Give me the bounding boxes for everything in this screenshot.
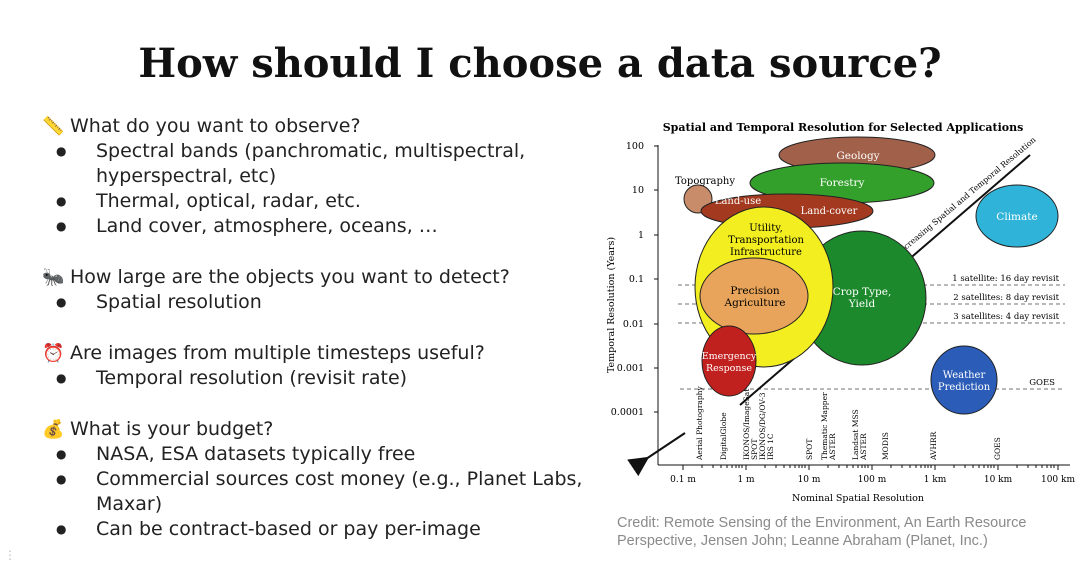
x-tick-labels: 0.1 m 1 m 10 m 100 m 1 km 10 km 100 km: [670, 475, 1075, 485]
climate-label: Climate: [996, 211, 1037, 223]
y-tick: 100: [626, 141, 644, 152]
y-axis-label: Temporal Resolution (Years): [606, 237, 617, 373]
sensor-label: IKONOS/ImageSat: [742, 389, 751, 460]
question-text: What do you want to observe?: [70, 115, 361, 137]
sensor-label: Thematic Mapper: [820, 392, 829, 460]
forestry-label: Forestry: [820, 177, 865, 189]
goes-line-label: GOES: [1029, 378, 1055, 388]
y-tick: 1: [638, 230, 644, 241]
utility-label-2: Transportation: [728, 235, 804, 246]
precision-ellipse: [699, 257, 809, 335]
question-text: How large are the objects you want to de…: [70, 266, 510, 288]
sensor-label: AVHRR: [929, 431, 938, 461]
alarm-clock-icon: ⏰: [42, 343, 65, 364]
precision-label-1: Precision: [730, 285, 780, 297]
precision-label-2: Agriculture: [724, 297, 786, 309]
sensor-label: ASTER: [859, 433, 868, 461]
emergency-label-1: Emergency: [702, 351, 757, 362]
bullet-item: Can be contract-based or pay per-image: [42, 517, 602, 542]
revisit-2-label: 2 satellites: 8 day revisit: [953, 293, 1059, 303]
question-timesteps: ⏰ Are images from multiple timesteps use…: [42, 341, 602, 366]
sensor-label: SPOT: [750, 439, 759, 460]
question-observe: 📏 What do you want to observe?: [42, 114, 602, 139]
y-tick: 10: [632, 185, 644, 196]
question-text: Are images from multiple timesteps usefu…: [70, 342, 485, 364]
question-size: 🐜 How large are the objects you want to …: [42, 265, 602, 290]
utility-label-3: Infrastructure: [730, 247, 802, 258]
sensor-label: IRS 1C: [766, 433, 775, 460]
x-tick: 100 m: [858, 475, 887, 485]
weather-label-1: Weather: [943, 370, 986, 381]
y-tick: 0.0001: [611, 407, 644, 418]
x-tick: 0.1 m: [670, 475, 696, 485]
utility-label-1: Utility,: [749, 223, 783, 234]
slide-title: How should I choose a data source?: [138, 40, 942, 87]
sensor-label: DigitalGlobe: [719, 412, 728, 460]
topography-label: Topography: [675, 176, 735, 187]
bullet-item: Spectral bands (panchromatic, multispect…: [42, 139, 602, 189]
drag-handle-icon[interactable]: ⋮: [4, 548, 16, 562]
image-credit: Credit: Remote Sensing of the Environmen…: [617, 515, 1027, 549]
revisit-1-label: 1 satellite: 16 day revisit: [952, 274, 1059, 284]
y-tick: 0.001: [617, 363, 644, 374]
y-tick-labels: 100 10 1 0.1 0.01 0.001 0.0001: [611, 141, 644, 418]
x-tick: 1 m: [737, 475, 755, 485]
emergency-label-2: Response: [706, 363, 752, 374]
land-cover-label: Land-cover: [801, 206, 858, 217]
bullet-item: NASA, ESA datasets typically free: [42, 442, 602, 467]
y-tick: 0.1: [629, 274, 644, 285]
weather-ellipse: [930, 345, 998, 415]
down-arrow: [627, 432, 686, 477]
x-tick: 10 km: [984, 475, 1013, 485]
ruler-icon: 📏: [42, 116, 65, 137]
revisit-3-label: 3 satellites: 4 day revisit: [953, 312, 1059, 322]
x-axis-label: Nominal Spatial Resolution: [792, 493, 924, 504]
x-tick: 1 km: [924, 475, 947, 485]
crop-label-2: Yield: [848, 298, 876, 310]
resolution-diagram: Spatial and Temporal Resolution for Sele…: [606, 121, 1075, 504]
diagram-title: Spatial and Temporal Resolution for Sele…: [663, 121, 1024, 134]
x-tick: 10 m: [798, 475, 821, 485]
bullet-item: Thermal, optical, radar, etc.: [42, 189, 602, 214]
sensor-label: MODIS: [881, 432, 890, 460]
crop-label-1: Crop Type,: [833, 286, 892, 298]
money-bag-icon: 💰: [42, 419, 65, 440]
geology-label: Geology: [836, 150, 879, 162]
emergency-ellipse: [701, 325, 757, 397]
y-tick: 0.01: [623, 319, 644, 330]
x-tick: 100 km: [1041, 475, 1075, 485]
question-list: 📏 What do you want to observe? Spectral …: [42, 114, 602, 542]
question-text: What is your budget?: [70, 418, 274, 440]
bullet-item: Land cover, atmosphere, oceans, …: [42, 214, 602, 239]
climate-ellipse: [975, 184, 1059, 248]
sensor-label: ASTER: [828, 433, 837, 461]
sensor-label: GOES: [993, 437, 1002, 460]
sensor-labels: Aerial Photography DigitalGlobe IKONOS/I…: [695, 385, 1002, 461]
bullet-item: Temporal resolution (revisit rate): [42, 366, 602, 391]
sensor-label: Landsat MSS: [851, 409, 860, 460]
weather-label-2: Prediction: [938, 382, 991, 393]
ant-icon: 🐜: [42, 267, 65, 288]
land-use-label: Land-use: [715, 196, 761, 207]
sensor-label: SPOT: [805, 439, 814, 460]
sensor-label: Aerial Photography: [695, 385, 704, 461]
question-budget: 💰 What is your budget?: [42, 417, 602, 442]
sensor-label: IKONOS/DG/OV-3: [758, 392, 767, 460]
bullet-item: Commercial sources cost money (e.g., Pla…: [42, 467, 602, 517]
bullet-item: Spatial resolution: [42, 290, 602, 315]
